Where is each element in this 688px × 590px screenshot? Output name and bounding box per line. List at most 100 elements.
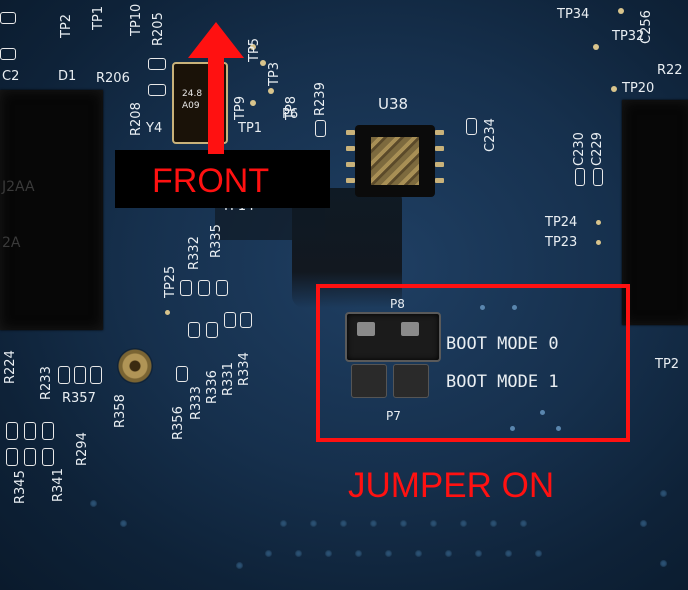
label-c234: C234 [483,118,498,152]
via [120,520,127,527]
header-label-p7: P7 [386,409,401,423]
u38-pad [435,130,444,135]
smd-outline [0,48,16,60]
via [660,560,667,567]
via [520,520,527,527]
u38-die [371,137,419,185]
label-r357: R357 [62,391,96,406]
smd-outline [466,118,477,135]
label-c256: C256 [639,10,654,44]
label-tp25: TP25 [163,265,178,298]
test-point [593,44,599,50]
smd-outline [148,84,166,96]
smd-outline [224,312,236,328]
label-r333: R333 [189,386,204,420]
left-chip-text-2: 2A [2,235,21,251]
jumper-cap-slot-left [357,322,375,336]
label-r341: R341 [51,468,66,502]
label-c229: C229 [590,132,605,166]
left-chip-text-1: J2AA [2,179,35,195]
label-d1: D1 [58,69,77,84]
u38-pad [435,146,444,151]
smd-outline [216,280,228,296]
label-r206: R206 [96,71,130,86]
label-tp10: TP10 [129,3,144,36]
smd-outline [240,312,252,328]
label-tp2-right: TP2 [655,357,680,372]
u38-pad [435,162,444,167]
header-label-p8: P8 [390,297,405,311]
via [400,520,407,527]
smd-outline [74,366,86,384]
via [355,550,362,557]
label-tp1: TP1 [238,121,263,136]
smd-outline [176,366,188,382]
front-label: FRONT [152,162,270,200]
via [370,520,377,527]
boot-mode-0-label: BOOT MODE 0 [446,334,559,354]
header-pin-bottom-left [351,364,387,398]
smd-outline [58,366,70,384]
smd-outline [188,322,200,338]
via [660,490,667,497]
via [265,550,272,557]
header-pin-bottom-right [393,364,429,398]
via [385,550,392,557]
small-ic-marking-2: A09 [182,101,200,111]
label-tp23: TP23 [545,235,578,250]
label-r358: R358 [113,394,128,428]
via [535,550,542,557]
label-p6: P6 [282,107,299,122]
smd-outline [206,322,218,338]
label-tp1-top: TP1 [91,5,106,30]
via [512,305,517,310]
smd-outline [148,58,166,70]
via [325,550,332,557]
u38-pad [346,178,355,183]
smd-outline [24,422,36,440]
smd-outline [593,168,603,186]
via [90,500,97,507]
smd-outline [198,280,210,296]
smd-outline [42,448,54,466]
label-tp20: TP20 [622,81,655,96]
u38-pad [435,178,444,183]
u38-label: U38 [378,95,409,113]
label-c2: C2 [2,69,20,84]
label-y4: Y4 [146,121,163,136]
smd-outline [6,448,18,466]
via [475,550,482,557]
jumper-cap-slot-right [401,322,419,336]
via [480,305,485,310]
left-memory-chip [0,90,103,330]
smd-outline [42,422,54,440]
test-point [611,86,617,92]
via [236,562,243,569]
test-point [250,100,256,106]
via [460,520,467,527]
test-point [268,88,274,94]
label-r335: R335 [209,224,224,258]
via [415,550,422,557]
label-r233: R233 [39,366,54,400]
u38-pad [346,130,355,135]
smd-outline [315,120,326,137]
label-c230: C230 [572,132,587,166]
label-r332: R332 [187,236,202,270]
jumper-header [345,312,441,402]
via [445,550,452,557]
front-arrow-icon [188,22,244,154]
smd-outline [90,366,102,384]
front-label-box [115,150,330,208]
jumper-cap [345,312,441,362]
via [640,520,647,527]
u38-pad [346,146,355,151]
smd-outline [0,12,16,24]
smd-outline [180,280,192,296]
test-point [250,44,256,50]
via [280,520,287,527]
label-tp34: TP34 [557,7,590,22]
via [505,550,512,557]
right-memory-chip [622,100,688,325]
